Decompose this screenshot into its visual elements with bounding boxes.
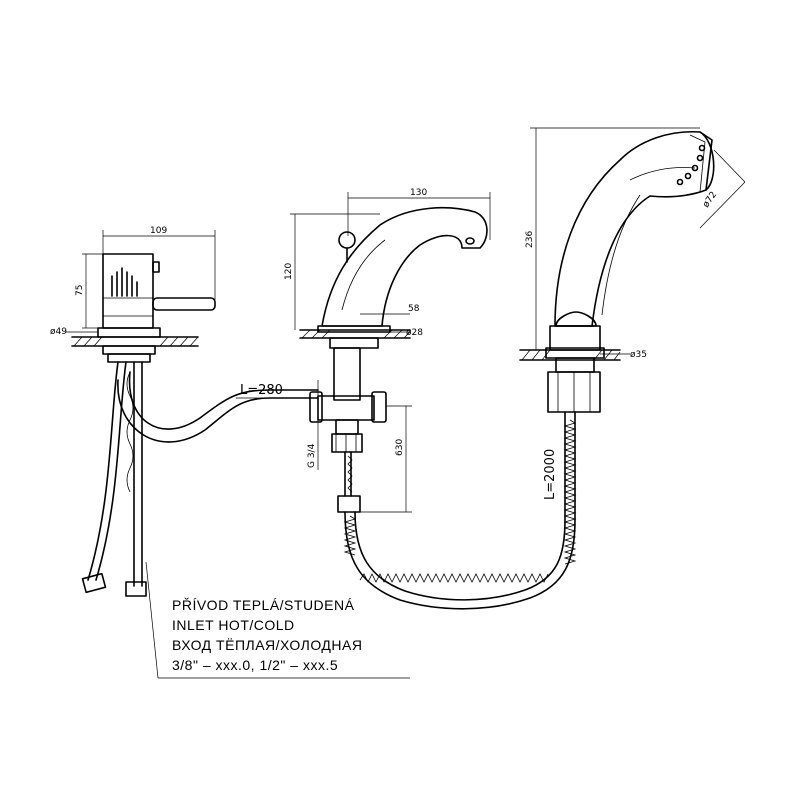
note-line-russian: ВХОД ТЁПЛАЯ/ХОЛОДНАЯ bbox=[172, 637, 362, 653]
dim-75: 75 bbox=[75, 285, 85, 296]
hand-shower bbox=[519, 130, 715, 413]
note-line-czech: PŘÍVOD TEPLÁ/STUDENÁ bbox=[172, 597, 355, 613]
dimension-labels: 109 75 ø49 130 120 58 ø28 236 ø72 ø35 63… bbox=[50, 188, 719, 500]
dim-28: ø28 bbox=[406, 328, 423, 338]
dim-130: 130 bbox=[410, 188, 427, 198]
dim-35: ø35 bbox=[630, 350, 647, 360]
dimension-lines bbox=[66, 127, 746, 679]
valve-mount-surface bbox=[71, 336, 199, 347]
note-line-sizes: 3/8" – xxx.0, 1/2" – xxx.5 bbox=[172, 657, 338, 673]
spout-assembly bbox=[299, 206, 488, 513]
inlet-note: PŘÍVOD TEPLÁ/STUDENÁ INLET HOT/COLD ВХОД… bbox=[172, 597, 362, 673]
dim-236: 236 bbox=[525, 231, 535, 248]
dim-58: 58 bbox=[408, 304, 420, 314]
hose-length-short: L=280 bbox=[240, 383, 283, 398]
dim-109: 109 bbox=[150, 226, 167, 236]
dim-72: ø72 bbox=[701, 190, 719, 210]
spiral-hose bbox=[343, 411, 577, 610]
dim-49: ø49 bbox=[50, 327, 67, 337]
dim-630: 630 bbox=[395, 439, 405, 456]
mixer-valve bbox=[71, 253, 319, 597]
dim-thread: G 3/4 bbox=[307, 443, 317, 468]
note-line-english: INLET HOT/COLD bbox=[172, 617, 295, 633]
hose-length-long: L=2000 bbox=[543, 449, 558, 500]
dim-120: 120 bbox=[284, 263, 294, 280]
